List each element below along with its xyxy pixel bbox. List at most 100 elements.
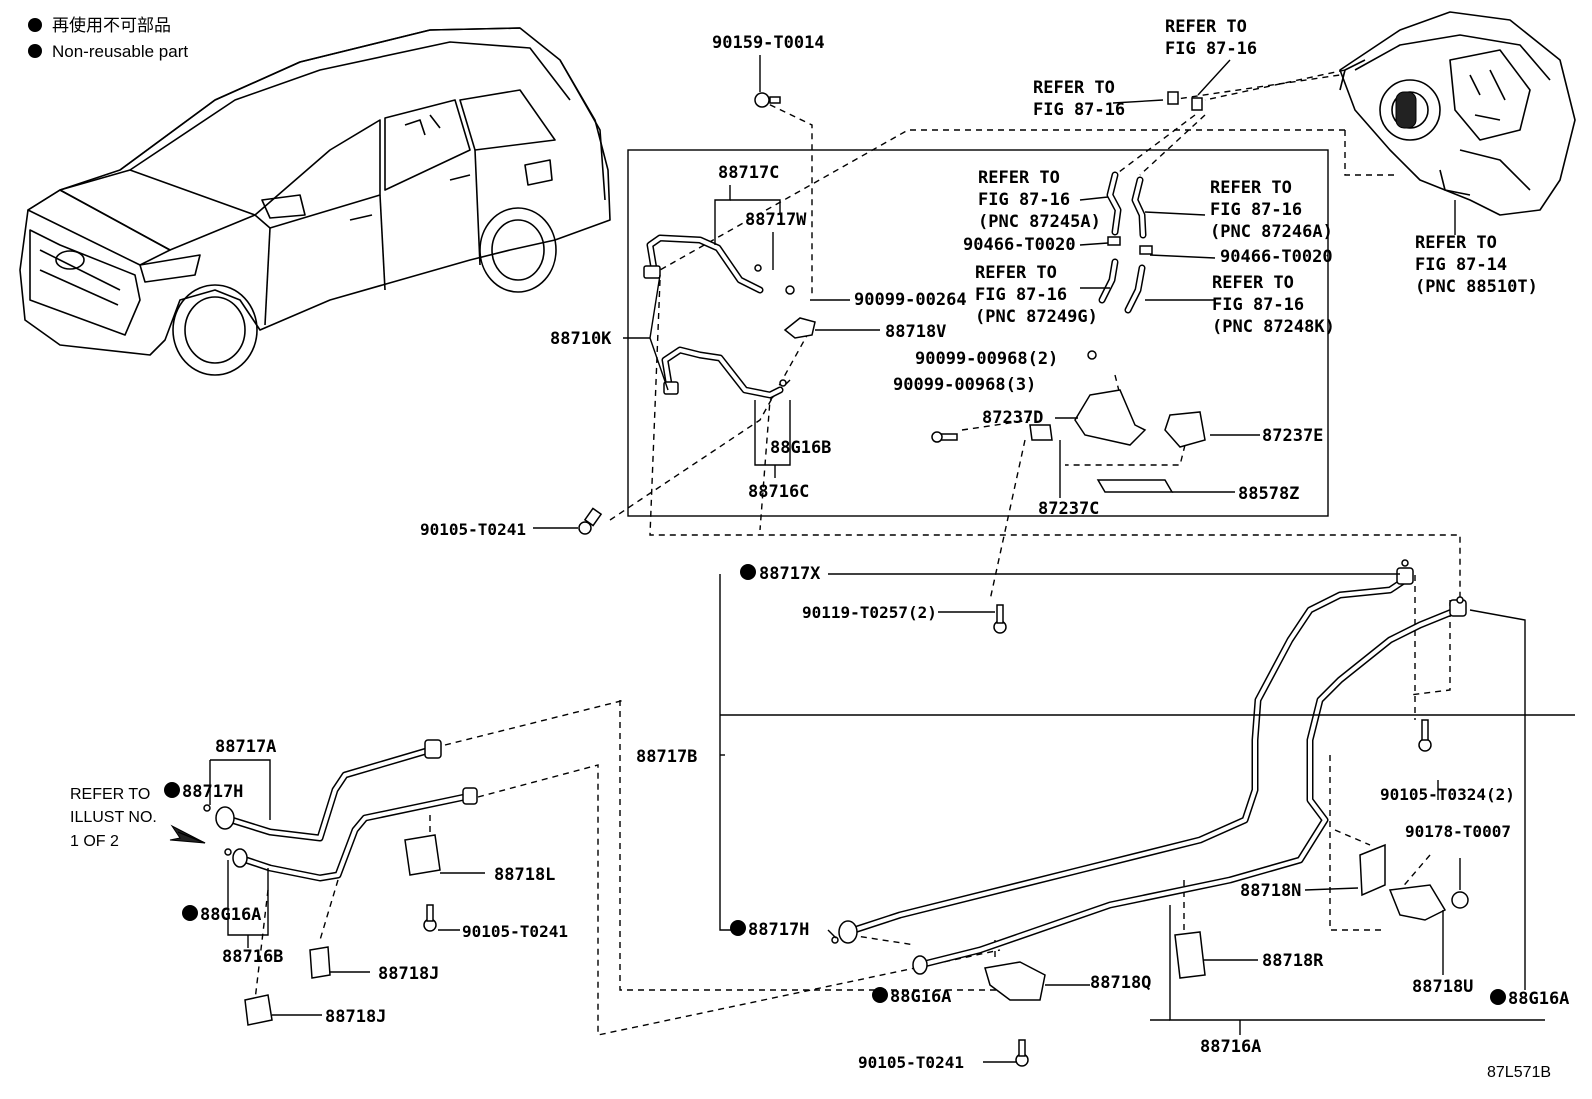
- hose-88717C: [643, 234, 764, 294]
- label-refer-245a-1: REFER TO: [978, 168, 1060, 188]
- label-refer-245a-2: FIG 87-16: [978, 190, 1070, 210]
- label-refer-fig-b-1: REFER TO: [1033, 78, 1115, 98]
- non-reusable-dot-icon: [1490, 989, 1506, 1005]
- label-refer-illust-1: REFER TO: [70, 786, 150, 803]
- bolt-90105-T0324-icon: [1418, 719, 1432, 752]
- label-88718R: 88718R: [1262, 951, 1324, 971]
- label-88716B: 88716B: [222, 947, 283, 967]
- label-refer-unit-2: FIG 87-14: [1415, 255, 1507, 275]
- label-refer-249g-1: REFER TO: [975, 263, 1057, 283]
- callout-lines: [209, 55, 1575, 1063]
- clamp-88718N: [1359, 843, 1386, 897]
- label-88G16A-left: 88G16A: [200, 905, 261, 925]
- label-refer-fig-a-1: REFER TO: [1165, 17, 1247, 37]
- bracket-88718V: [783, 317, 816, 339]
- labels: 90159-T0014 REFER TO FIG 87-16 REFER TO …: [70, 17, 1569, 1081]
- non-reusable-dot-icon: [730, 920, 746, 936]
- non-reusable-dot-icon: [28, 44, 42, 58]
- bolt-90119-T0257-icon: [993, 604, 1007, 634]
- label-90466-T0020-left: 90466-T0020: [963, 235, 1076, 255]
- label-refer-249g-3: (PNC 87249G): [975, 307, 1098, 327]
- label-90159-T0014: 90159-T0014: [712, 33, 825, 53]
- label-88718U: 88718U: [1412, 977, 1473, 997]
- label-88G16A-mid: 88G16A: [890, 987, 951, 1007]
- pipe-88716B: [232, 787, 478, 882]
- vehicle-illustration: [19, 27, 611, 376]
- pipe-88717A: [215, 739, 442, 842]
- drain-hoses: [1098, 171, 1153, 314]
- bolt-90105-T0241-a-icon: [578, 507, 603, 535]
- label-90105-T0241-c: 90105-T0241: [858, 1053, 964, 1072]
- label-90099-00264: 90099-00264: [854, 290, 967, 310]
- bracket-87237E: [1164, 411, 1206, 448]
- bolt-90099-00264: [785, 285, 795, 295]
- label-refer-248k-2: FIG 87-16: [1212, 295, 1304, 315]
- label-88717W: 88717W: [745, 210, 807, 230]
- label-87237C: 87237C: [1038, 499, 1099, 519]
- nut-90178-T0007-icon: [1451, 891, 1469, 909]
- label-refer-245a-3: (PNC 87245A): [978, 212, 1101, 232]
- label-88716A: 88716A: [1200, 1037, 1261, 1057]
- label-refer-248k-1: REFER TO: [1212, 273, 1294, 293]
- clip-refer-b: [1191, 97, 1203, 111]
- label-88718L: 88718L: [494, 865, 555, 885]
- non-reusable-dot-icon: [28, 18, 42, 32]
- legend-ja: 再使用不可部品: [52, 15, 171, 35]
- label-refer-illust-3: 1 OF 2: [70, 833, 119, 850]
- label-refer-unit-3: (PNC 88510T): [1415, 277, 1538, 297]
- label-88717A: 88717A: [215, 737, 276, 757]
- label-88716C: 88716C: [748, 482, 809, 502]
- label-refer-248k-3: (PNC 87248K): [1212, 317, 1335, 337]
- bracket-88718L: [404, 834, 441, 876]
- label-88717B: 88717B: [636, 747, 697, 767]
- bolt-90159-T0014-icon: [754, 92, 781, 108]
- label-refer-246a-1: REFER TO: [1210, 178, 1292, 198]
- label-88718J-a: 88718J: [378, 964, 439, 984]
- label-88718N: 88718N: [1240, 881, 1301, 901]
- label-88717H-left: 88717H: [182, 782, 243, 802]
- label-88717H-right: 88717H: [748, 920, 809, 940]
- label-87237D: 87237D: [982, 408, 1043, 428]
- label-90466-T0020-right: 90466-T0020: [1220, 247, 1333, 267]
- label-90105-T0241-b: 90105-T0241: [462, 922, 568, 941]
- label-90099-00968-3: 90099-00968(3): [893, 375, 1036, 395]
- label-refer-246a-3: (PNC 87246A): [1210, 222, 1333, 242]
- label-88G16B: 88G16B: [770, 438, 831, 458]
- label-refer-249g-2: FIG 87-16: [975, 285, 1067, 305]
- bracket-87237D: [1074, 389, 1147, 446]
- hose-88716C: [661, 346, 784, 399]
- bracket-88718R: [1174, 931, 1206, 979]
- label-88718Q: 88718Q: [1090, 973, 1151, 993]
- legend: 再使用不可部品 Non-reusable part: [28, 15, 188, 61]
- label-87237E: 87237E: [1262, 426, 1323, 446]
- label-90105-T0324: 90105-T0324(2): [1380, 785, 1515, 804]
- non-reusable-dot-icon: [164, 782, 180, 798]
- label-90105-T0241-a: 90105-T0241: [420, 520, 526, 539]
- label-88717C: 88717C: [718, 163, 779, 183]
- label-88718V: 88718V: [885, 322, 946, 342]
- non-reusable-dot-icon: [182, 905, 198, 921]
- bolt-90105-T0241-b-icon: [423, 904, 437, 932]
- non-reusable-dot-icon: [740, 564, 756, 580]
- leader-lines: [254, 69, 1461, 1036]
- pipe-88717B: [838, 567, 1414, 944]
- label-90119-T0257: 90119-T0257(2): [802, 603, 937, 622]
- pipe-88716A: [912, 599, 1467, 975]
- label-88710K: 88710K: [550, 329, 612, 349]
- ac-unit-illustration: [1339, 11, 1576, 216]
- clamp-88718J-b: [244, 994, 273, 1026]
- bolt-90105-T0241-c-icon: [1015, 1039, 1029, 1067]
- label-refer-fig-a-2: FIG 87-16: [1165, 39, 1257, 59]
- non-reusable-dot-icon: [872, 987, 888, 1003]
- seal-88578Z: [1096, 479, 1174, 493]
- clamp-88718J-a: [309, 946, 331, 979]
- clip-refer-a: [1167, 91, 1179, 105]
- clip-87237C: [1029, 424, 1053, 441]
- diagram-id: 87L571B: [1487, 1064, 1551, 1081]
- bracket-88718Q: [984, 961, 1046, 1001]
- detail-box: [627, 149, 1329, 517]
- label-88717X: 88717X: [759, 564, 821, 584]
- label-refer-unit-1: REFER TO: [1415, 233, 1497, 253]
- label-88G16A-right: 88G16A: [1508, 989, 1569, 1009]
